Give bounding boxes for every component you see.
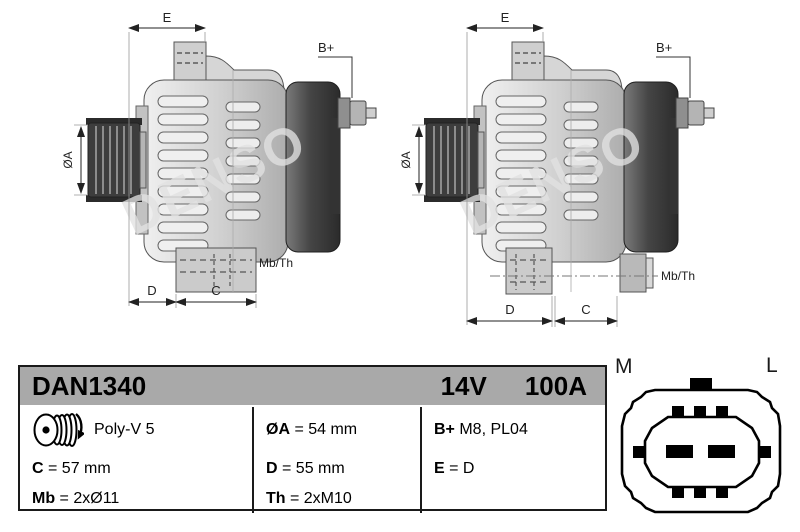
dimension-lines: [74, 24, 353, 308]
spec-th: Th = 2xM10: [266, 484, 420, 513]
connector-housing: [620, 378, 782, 514]
mount-feet: [490, 247, 658, 295]
spec-b-plus: B+ M8, PL04: [434, 407, 605, 453]
current-value: 100A: [524, 370, 587, 401]
cell-value: Poly-V 5: [94, 421, 155, 438]
dim-diameter-a-label: ØA: [61, 151, 75, 168]
spec-empty: [434, 484, 605, 513]
cell-value: = 55 mm: [277, 459, 345, 477]
spec-c: C = 57 mm: [32, 453, 252, 484]
connector-pins: [666, 445, 735, 458]
spec-table-body: Poly-V 5 C = 57 mm Mb = 2xØ11 ØA = 54 mm…: [20, 405, 605, 513]
dim-c-label: C: [581, 302, 590, 317]
dimension-lines: [412, 24, 691, 327]
spec-col-3: B+ M8, PL04 E = D: [420, 407, 605, 513]
alternator-drawing-right: DENSO E ØA B+ D C Mb/Th: [399, 10, 715, 327]
spec-table-header: DAN1340 14V 100A: [20, 367, 605, 405]
cell-value: = 54 mm: [290, 421, 358, 438]
cell-value: = 2xM10: [285, 489, 352, 507]
connector-label-l: L: [766, 354, 778, 377]
b-plus-label: B+: [656, 40, 672, 55]
cell-label: E: [434, 459, 445, 477]
alternator-drawings: DENSO E ØA B+ D C Mb/Th: [61, 10, 715, 327]
spec-diameter-a: ØA = 54 mm: [266, 407, 420, 453]
connector-label-m: M: [615, 355, 633, 378]
mb-th-label: Mb/Th: [661, 269, 695, 283]
connector-keys: [633, 406, 771, 498]
spec-mb: Mb = 2xØ11: [32, 484, 252, 513]
cell-label: ØA: [266, 421, 290, 438]
cell-label: Mb: [32, 489, 56, 507]
connector-diagram: M L: [615, 354, 782, 514]
cell-label: D: [266, 459, 278, 477]
spec-e: E = D: [434, 453, 605, 484]
cell-value: M8, PL04: [454, 421, 528, 438]
spec-col-1: Poly-V 5 C = 57 mm Mb = 2xØ11: [20, 407, 252, 513]
mount-foot: [175, 247, 257, 293]
voltage-value: 14V: [440, 370, 487, 401]
cell-label: B+: [434, 421, 455, 438]
dim-e-label: E: [501, 10, 510, 25]
dim-c-label: C: [211, 283, 220, 298]
spec-table: DAN1340 14V 100A: [18, 365, 607, 513]
spec-pulley-type: Poly-V 5: [32, 407, 252, 453]
pulley-icon: [33, 413, 84, 447]
dim-d-label: D: [147, 283, 156, 298]
cell-value: = 2xØ11: [55, 489, 120, 507]
connector-inner-shell: [643, 415, 761, 489]
cell-value: = 57 mm: [43, 459, 111, 477]
dim-diameter-a-label: ØA: [399, 151, 413, 168]
part-number: DAN1340: [32, 370, 147, 401]
spec-col-2: ØA = 54 mm D = 55 mm Th = 2xM10: [252, 407, 420, 513]
dim-e-label: E: [163, 10, 172, 25]
cell-label: C: [32, 459, 44, 477]
cell-label: Th: [266, 489, 286, 507]
cell-value: = D: [444, 459, 475, 477]
spec-d: D = 55 mm: [266, 453, 420, 484]
alternator-drawing-left: DENSO E ØA B+ D C Mb/Th: [61, 10, 377, 308]
connector-top-tab: [690, 378, 712, 392]
dim-d-label: D: [505, 302, 514, 317]
b-plus-label: B+: [318, 40, 334, 55]
mb-th-label: Mb/Th: [259, 256, 293, 270]
